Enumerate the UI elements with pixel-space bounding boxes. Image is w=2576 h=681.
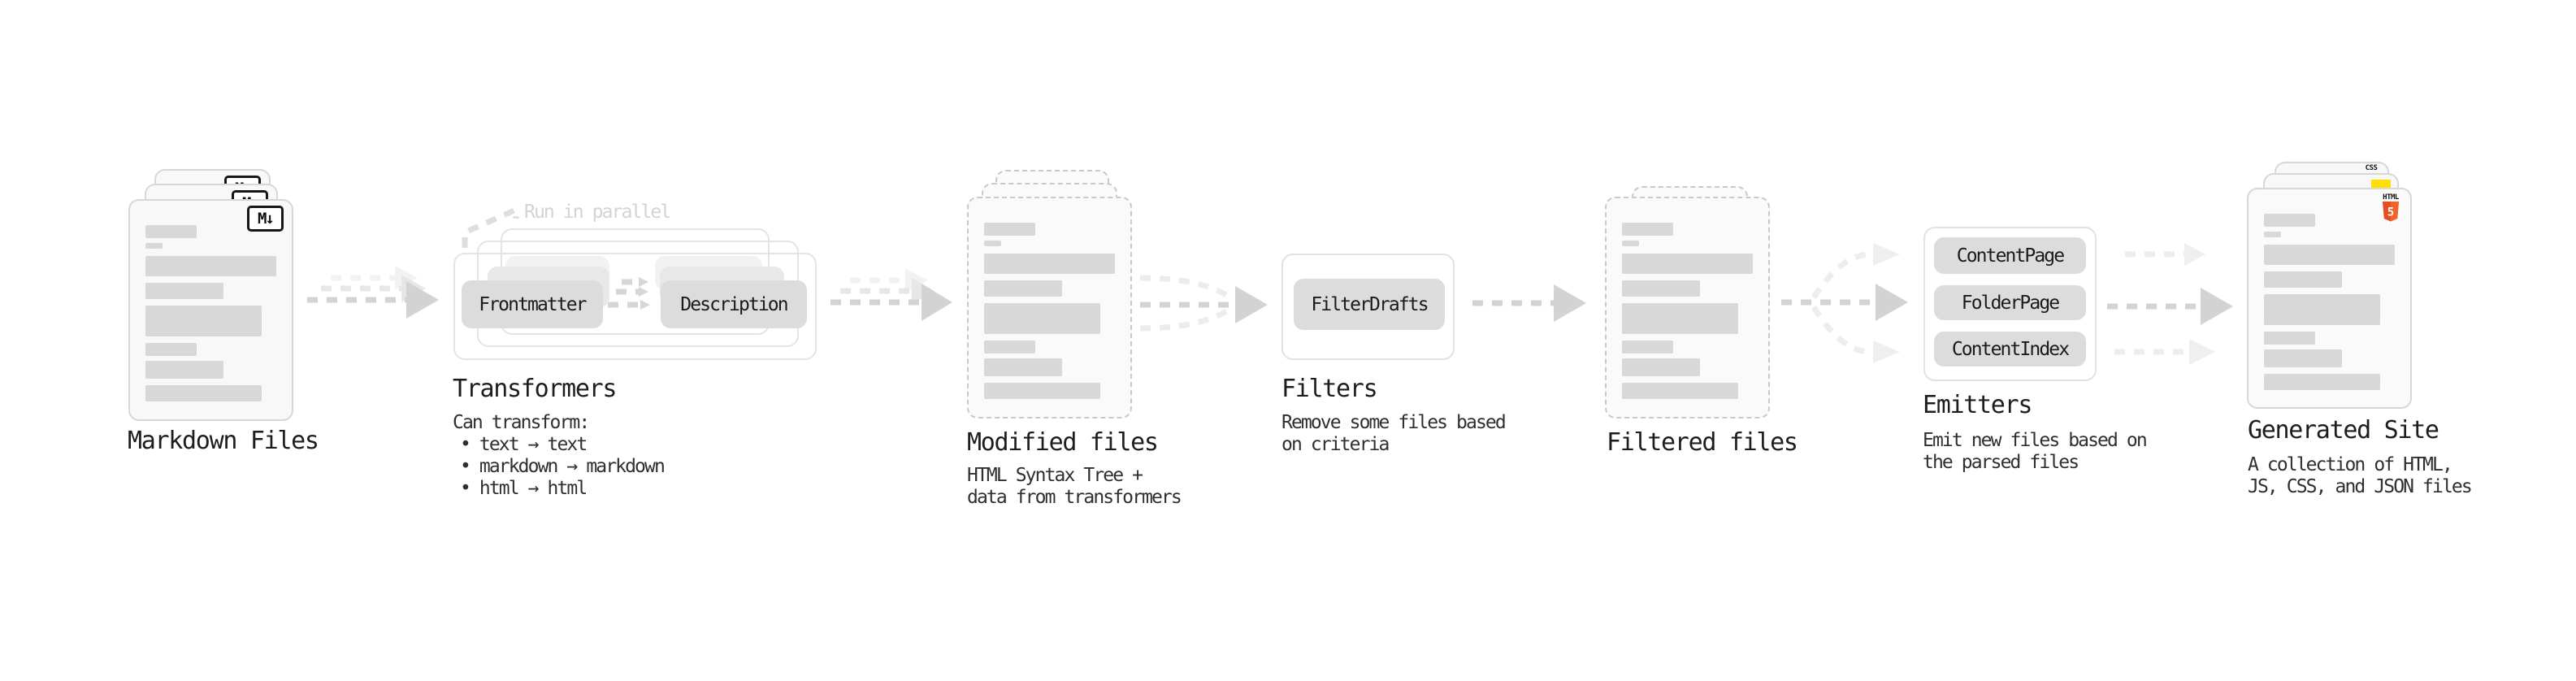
text-line-bar: [1622, 383, 1738, 399]
text-line-bar: [984, 254, 1115, 274]
frontmatter-transformer-button: Frontmatter: [462, 280, 603, 328]
arrow-markdown-to-transformers: [307, 266, 439, 319]
transformers-subheading: Can transform:: [453, 412, 590, 433]
markdown-icon: M↓: [247, 206, 284, 232]
text-line-bar: [2264, 349, 2342, 367]
text-line-bar: [145, 283, 223, 299]
filtered-files-label: Filtered files: [1607, 428, 1798, 457]
parallel-note-leader-line: [462, 205, 519, 248]
text-line-bar: [2264, 245, 2395, 265]
text-line-bar: [2264, 294, 2380, 325]
svg-text:5: 5: [2387, 206, 2394, 219]
filters-subtext: Remove some files based on criteria: [1281, 412, 1507, 456]
arrow-modified-to-filters-merge: [1139, 275, 1268, 332]
text-line-bar: [145, 385, 262, 401]
markdown-files-label: Markdown Files: [128, 427, 319, 455]
subtext-line: Remove some files based: [1281, 412, 1507, 433]
text-line-bar: [1622, 223, 1673, 236]
text-line-bar: [145, 306, 262, 336]
bullet-line: • html → html: [460, 478, 588, 499]
emitters-subtext: Emit new files based on the parsed files: [1923, 430, 2148, 474]
text-line-bar: [1622, 303, 1738, 334]
text-line-bar: [984, 303, 1100, 334]
emitters-label: Emitters: [1923, 391, 2032, 419]
text-line-bar: [1622, 254, 1753, 274]
text-line-bar: [2264, 374, 2380, 390]
text-line-bar: [984, 358, 1062, 376]
text-line-bar: [984, 223, 1035, 236]
text-line-bar: [1622, 340, 1673, 354]
modified-files-subtext: HTML Syntax Tree + data from transformer…: [967, 465, 1182, 509]
transformer-frame-front: [453, 253, 817, 360]
arrow-frontmatter-to-description: [608, 277, 650, 310]
text-line-bar: [145, 361, 223, 379]
text-line-bar: [984, 241, 1001, 246]
subtext-line: JS, CSS, and JSON files: [2248, 476, 2473, 497]
subtext-line: on criteria: [1281, 434, 1390, 455]
text-line-bar: [1622, 358, 1700, 376]
text-line-bar: [1622, 280, 1700, 297]
text-line-bar: [2264, 271, 2342, 288]
subtext-line: A collection of HTML,: [2248, 454, 2453, 475]
text-line-bar: [145, 256, 276, 276]
text-line-bar: [984, 340, 1035, 354]
arrow-emitters-to-site: [2107, 243, 2233, 365]
modified-file-card-front: [967, 197, 1132, 419]
text-line-bar: [984, 280, 1062, 297]
filterdrafts-button: FilterDrafts: [1294, 279, 1445, 330]
modified-files-label: Modified files: [967, 428, 1159, 457]
run-in-parallel-note: Run in parallel: [524, 202, 671, 223]
generated-site-label: Generated Site: [2248, 416, 2439, 445]
folderpage-emitter-button: FolderPage: [1934, 285, 2086, 320]
html5-logo-icon: HTML 5: [2380, 193, 2401, 226]
subtext-line: data from transformers: [967, 487, 1182, 508]
subtext-line: Emit new files based on: [1923, 430, 2148, 451]
bullet-line: • markdown → markdown: [460, 456, 666, 477]
description-transformer-button: Description: [661, 280, 807, 328]
text-line-bar: [2264, 232, 2281, 237]
markdown-file-card-front: M↓: [128, 199, 293, 421]
text-line-bar: [2264, 214, 2315, 227]
contentpage-emitter-button: ContentPage: [1934, 237, 2086, 274]
arrow-filters-to-filtered: [1472, 284, 1586, 322]
filters-label: Filters: [1281, 375, 1378, 403]
text-line-bar: [145, 243, 163, 249]
transformers-bullets: • text → text • markdown → markdown • ht…: [460, 434, 666, 500]
subtext-line: HTML Syntax Tree +: [967, 465, 1143, 486]
transformers-label: Transformers: [453, 375, 617, 403]
text-line-bar: [145, 225, 197, 238]
text-line-bar: [2264, 332, 2315, 345]
filtered-file-card-front: [1605, 197, 1770, 419]
text-line-bar: [1622, 241, 1639, 246]
generated-site-subtext: A collection of HTML, JS, CSS, and JSON …: [2248, 454, 2473, 498]
arrow-transformers-to-modified: [830, 268, 952, 321]
bullet-line: • text → text: [460, 434, 588, 455]
html-file-card-front: HTML 5: [2247, 188, 2412, 409]
text-line-bar: [984, 383, 1100, 399]
contentindex-emitter-button: ContentIndex: [1934, 332, 2086, 367]
text-line-bar: [145, 343, 197, 356]
arrow-filtered-to-emitters-fanout: [1781, 243, 1908, 363]
subtext-line: the parsed files: [1923, 452, 2079, 473]
js-file-icon: [2371, 180, 2391, 189]
